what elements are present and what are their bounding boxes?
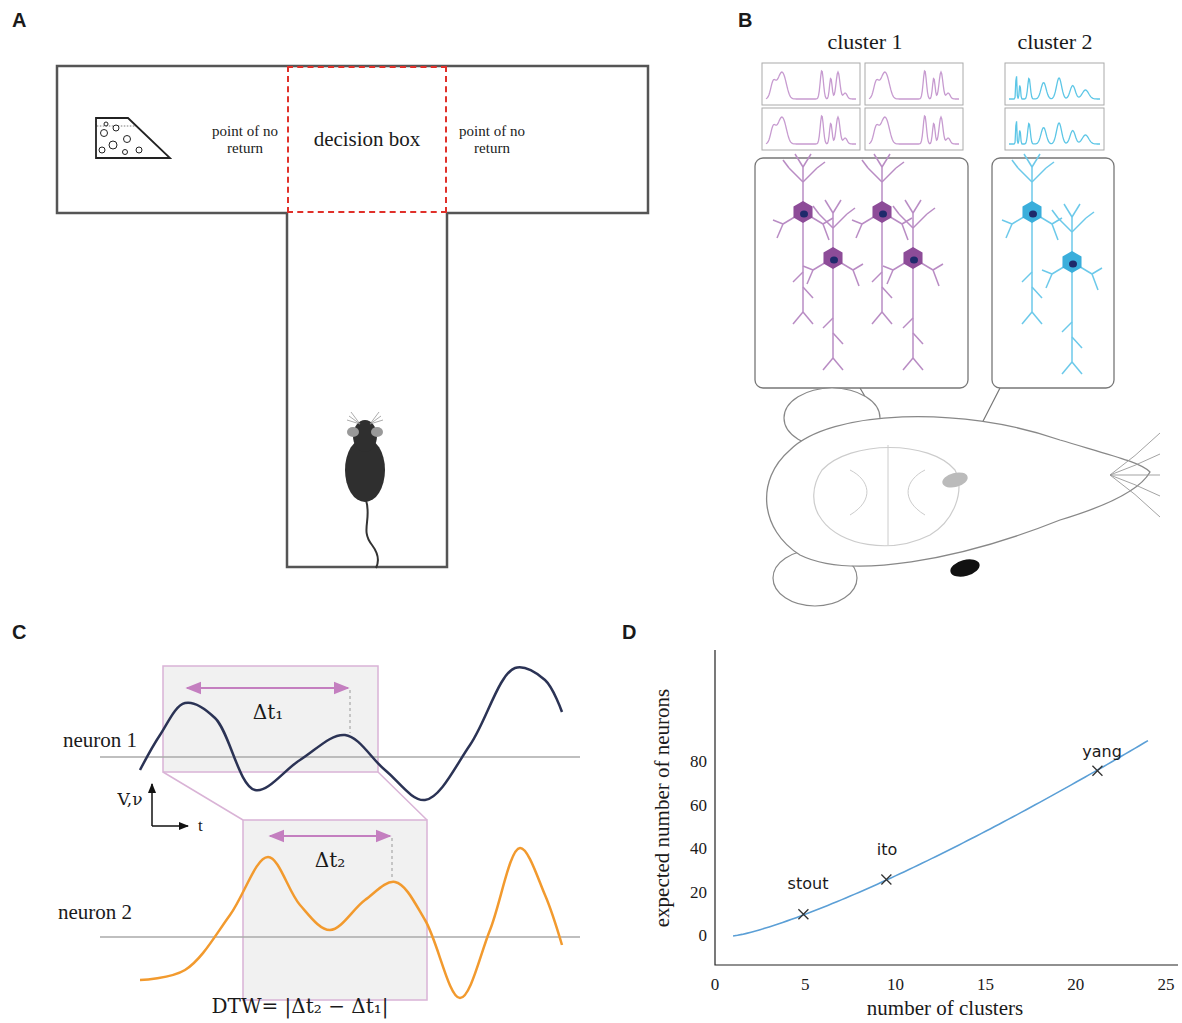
data-point — [798, 909, 808, 919]
neuron-symbol — [883, 200, 943, 370]
tick-label: 0 — [699, 926, 708, 946]
window-box — [243, 820, 427, 1000]
decision-box: decision box — [287, 66, 447, 213]
activity-trace — [1009, 76, 1100, 99]
neuron-symbol — [852, 154, 912, 324]
cluster-label: cluster 1 — [827, 29, 902, 54]
tick-label: 20 — [1067, 975, 1084, 995]
cluster-label: cluster 2 — [1017, 29, 1092, 54]
trace-box — [1005, 63, 1104, 105]
axis-arrow — [152, 825, 188, 827]
trace-box — [865, 108, 963, 150]
zone-label: point of no return — [205, 123, 285, 158]
panel-letter: A — [12, 9, 26, 32]
activity-trace — [766, 116, 856, 144]
point-label: yang — [1082, 743, 1122, 761]
panel-letter: D — [622, 621, 636, 644]
signal-label: neuron 1 — [63, 728, 137, 752]
box-label: decision box — [314, 127, 421, 152]
panel-letter: B — [738, 9, 752, 32]
axis-label: t — [198, 816, 203, 836]
maze-outline — [57, 66, 648, 567]
activity-trace — [766, 71, 856, 99]
tick-label: 60 — [690, 796, 707, 816]
interval-arrow — [187, 687, 348, 689]
trace-box — [865, 63, 963, 105]
tick-label: 40 — [690, 839, 707, 859]
data-point — [881, 874, 891, 884]
interval-label: Δt₁ — [253, 701, 284, 724]
formula-label: DTW= |Δt₂ − Δt₁| — [212, 995, 389, 1018]
panel-letter: C — [12, 621, 26, 644]
activity-trace — [869, 71, 959, 99]
signal-label: neuron 2 — [58, 900, 132, 924]
tick-label: 10 — [887, 975, 904, 995]
cluster-illustration — [755, 63, 1160, 606]
axis-title: expected number of neurons — [650, 689, 674, 928]
chart — [715, 650, 1178, 965]
neuron-symbol — [1002, 154, 1062, 324]
signal-wave — [140, 667, 562, 800]
activity-trace — [869, 116, 959, 144]
baseline — [100, 936, 580, 937]
fit-curve — [733, 741, 1148, 936]
trace-box — [1005, 108, 1104, 150]
point-label: ito — [877, 841, 898, 859]
guide-line — [350, 690, 392, 880]
trace-box — [762, 108, 860, 150]
tick-label: 15 — [977, 975, 994, 995]
cheese-icon — [96, 118, 170, 158]
axis-arrow — [151, 784, 153, 826]
tick-label: 20 — [690, 883, 707, 903]
trace-box — [762, 63, 860, 105]
point-label: stout — [788, 875, 829, 893]
tick-label: 0 — [711, 975, 720, 995]
tick-label: 80 — [690, 752, 707, 772]
signal-wave — [140, 848, 562, 998]
interval-arrow — [270, 835, 390, 837]
mouse-figure — [345, 412, 385, 568]
zone-label: point of no return — [452, 123, 532, 158]
activity-trace — [1009, 121, 1100, 144]
window-link — [163, 772, 427, 820]
cluster-panel — [992, 158, 1114, 388]
t-maze — [57, 66, 648, 568]
axis-spine — [715, 650, 1178, 965]
data-point — [1092, 766, 1102, 776]
mouse-head — [767, 388, 1160, 606]
axis-label: V,ν — [117, 790, 142, 810]
neuron-symbol — [803, 200, 863, 370]
interval-label: Δt₂ — [315, 849, 346, 872]
neuron-symbol — [1042, 204, 1102, 374]
cluster-panel — [755, 158, 968, 388]
neuron-symbol — [773, 154, 833, 324]
tick-label: 25 — [1158, 975, 1175, 995]
baseline — [100, 756, 580, 757]
axis-title: number of clusters — [867, 996, 1023, 1020]
window-box — [163, 666, 378, 772]
dtw-illustration — [100, 666, 580, 1000]
tick-label: 5 — [801, 975, 810, 995]
